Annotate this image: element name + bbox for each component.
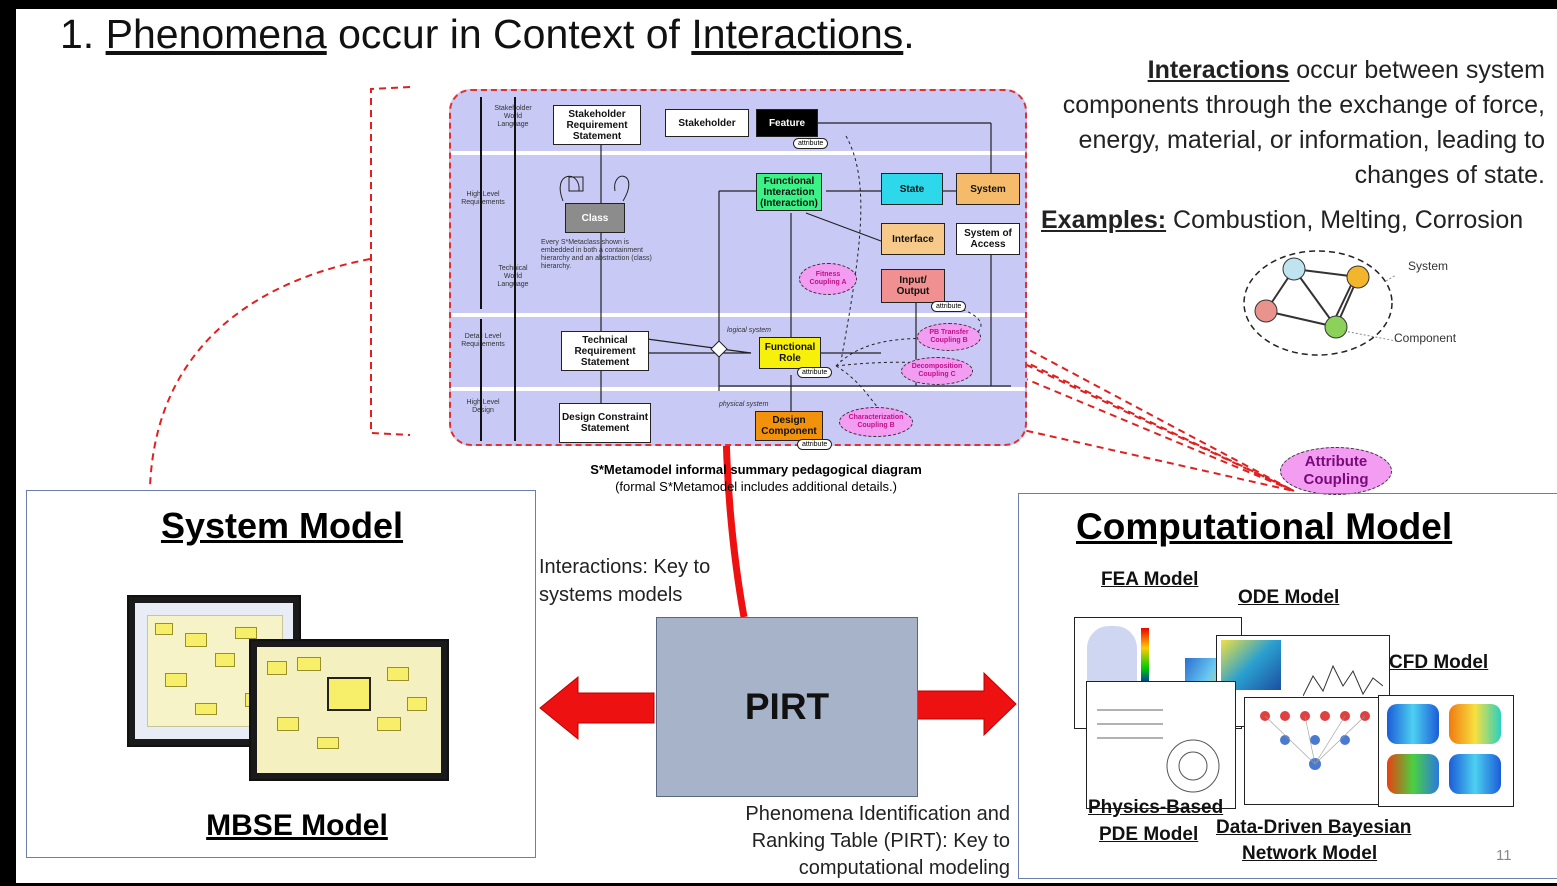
cfd-model-image	[1378, 695, 1514, 807]
page-number: 11	[1496, 847, 1512, 864]
physics-based-label-1: Physics-Based	[1088, 797, 1224, 818]
mbse-model-title: MBSE Model	[206, 809, 388, 842]
attribute-tag: attribute	[793, 138, 829, 149]
fea-model-label: FEA Model	[1101, 569, 1199, 590]
graph-node-orange	[1346, 265, 1370, 289]
metamodel-caption: S*Metamodel informal summary pedagogical…	[590, 462, 922, 477]
graph-node-red	[1254, 299, 1278, 323]
box-stakeholder-requirement-statement: Stakeholder Requirement Statement	[553, 105, 641, 145]
bayesian-network-image	[1244, 697, 1392, 805]
box-state: State	[881, 173, 943, 205]
mbse-screenshot-1	[127, 595, 301, 747]
box-interface: Interface	[881, 223, 945, 255]
box-design-constraint-statement: Design Constraint Statement	[559, 403, 651, 443]
system-model-panel: System Model	[26, 490, 536, 858]
cloud-fitness-coupling: Fitness Coupling A	[799, 263, 857, 295]
s-metamodel-diagram: Stakeholder World Language High Level Re…	[449, 89, 1027, 450]
system-model-title: System Model	[160, 505, 404, 546]
box-input-output: Input/ Output	[881, 269, 945, 303]
key-to-computational-text: Phenomena Identification and Ranking Tab…	[745, 803, 1010, 879]
attribute-coupling-cloud: Attribute Coupling	[1280, 447, 1392, 495]
cloud-characterization-coupling: Characterization Coupling B	[839, 407, 913, 437]
attribute-tag: attribute	[931, 301, 967, 312]
attribute-tag: attribute	[797, 367, 833, 378]
pirt-box: PIRT	[656, 617, 918, 797]
cloud-pb-transfer-coupling: PB Transfer Coupling B	[917, 323, 981, 351]
physics-based-label-2: PDE Model	[1099, 824, 1199, 845]
interactions-definition: Interactions occur between system compon…	[1062, 56, 1545, 189]
examples-text: Examples: Combustion, Melting, Corrosion	[1041, 206, 1524, 234]
key-to-systems-text: Interactions: Key to systems models	[539, 556, 711, 606]
box-feature: Feature	[756, 109, 818, 137]
box-design-component: Design Component	[755, 411, 823, 441]
arrow-right-icon	[916, 671, 1017, 737]
ode-model-label: ODE Model	[1238, 587, 1340, 608]
box-system-of-access: System of Access	[956, 223, 1020, 255]
cfd-model-label: CFD Model	[1389, 652, 1489, 673]
computational-model-panel	[1018, 493, 1557, 879]
box-technical-requirement-statement: Technical Requirement Statement	[561, 331, 649, 371]
slide-title: 1. Phenomena occur in Context of Interac…	[60, 11, 915, 57]
pde-model-image	[1086, 681, 1236, 809]
label-technical-world-language: Technical World Language	[497, 265, 529, 288]
graph-node-green	[1324, 315, 1348, 339]
label-logical-system: logical system	[727, 327, 771, 334]
arrow-left-icon	[539, 675, 655, 741]
attribute-tag: attribute	[797, 439, 833, 450]
slide: 1. Phenomena occur in Context of Interac…	[16, 9, 1557, 883]
metamodel-caption-note: (formal S*Metamodel includes additional …	[615, 479, 897, 494]
graph-system-label: System	[1408, 259, 1449, 273]
label-high-level-design: High Level Design	[466, 399, 500, 414]
box-stakeholder: Stakeholder	[665, 109, 749, 137]
label-stakeholder-world-language: Stakeholder World Language	[494, 105, 532, 128]
bayesian-label-1: Data-Driven Bayesian	[1216, 817, 1412, 838]
mbse-screenshot-2	[249, 639, 449, 781]
bayesian-label-2: Network Model	[1242, 843, 1378, 864]
box-functional-interaction: Functional Interaction (Interaction)	[756, 173, 822, 211]
box-system: System	[956, 173, 1020, 205]
graph-node-blue	[1282, 257, 1306, 281]
label-detail-level-requirements: Detail Level Requirements	[461, 333, 505, 348]
graph-component-label: Component	[1394, 331, 1457, 345]
metamodel-lines	[480, 97, 1011, 441]
box-functional-role: Functional Role	[759, 337, 821, 369]
label-physical-system: physical system	[719, 401, 769, 408]
class-note: Every S*Metaclass shown is embedded in b…	[541, 239, 652, 270]
box-class: Class	[565, 203, 625, 233]
computational-model-title: Computational Model	[1076, 506, 1453, 547]
label-high-level-requirements: High Level Requirements	[461, 191, 505, 206]
system-graph-diagram	[1243, 250, 1396, 356]
cloud-decomposition-coupling: Decomposition Coupling C	[901, 357, 973, 385]
